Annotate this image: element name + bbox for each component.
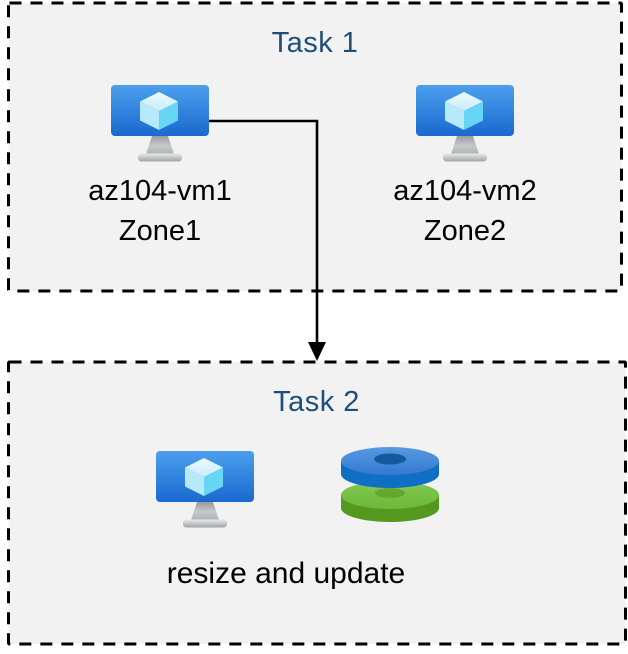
- task2-title: Task 2: [273, 386, 360, 418]
- task2-box: [7, 360, 627, 646]
- cube-glyph: [140, 92, 178, 130]
- vm-icon: [416, 85, 514, 162]
- cube-glyph: [445, 92, 483, 130]
- disk-green: [341, 481, 439, 522]
- flow-arrow-line: [206, 119, 319, 344]
- vm2-name-label: az104-vm2: [393, 175, 537, 207]
- node-az104-vm1: az104-vm1 Zone1: [60, 84, 260, 251]
- task1-title: Task 1: [271, 27, 359, 59]
- cube-glyph: [185, 458, 223, 496]
- disks-icon: [341, 447, 439, 522]
- vm1-zone-label: Zone1: [118, 215, 202, 247]
- node-az104-vm2: az104-vm2 Zone2: [365, 84, 565, 251]
- vm-icon: [156, 451, 254, 528]
- disk-blue: [341, 447, 439, 488]
- task2-caption: resize and update: [166, 557, 406, 590]
- vm-icon: [111, 85, 209, 162]
- vm1-name-label: az104-vm1: [88, 175, 232, 207]
- flow-arrow-head: [308, 342, 326, 361]
- vm2-zone-label: Zone2: [423, 215, 507, 247]
- task1-box: [7, 1, 623, 293]
